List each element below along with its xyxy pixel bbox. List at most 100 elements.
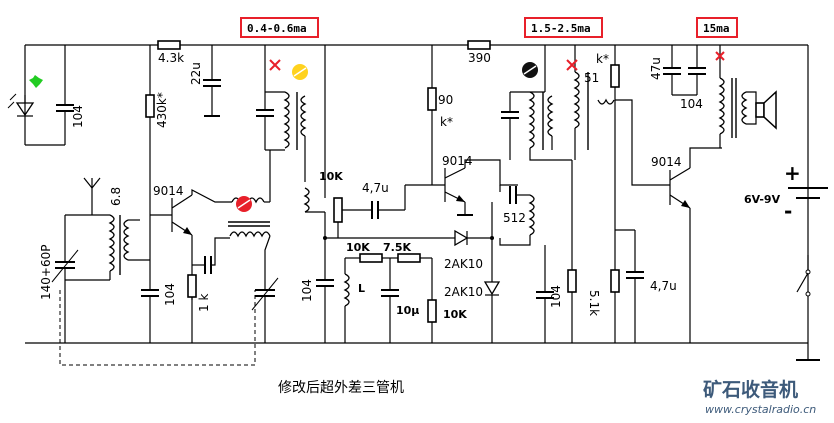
label-c47u: 47u bbox=[649, 57, 663, 80]
schematic-caption: 修改后超外差三管机 bbox=[278, 380, 404, 396]
r-5k1-body bbox=[567, 269, 577, 293]
out-xfmr-primary bbox=[718, 77, 725, 135]
cut-mark-1-icon bbox=[269, 59, 281, 71]
q1-collector-wire bbox=[191, 189, 232, 203]
d1-symbol bbox=[454, 229, 469, 247]
label-c10u: 10μ bbox=[396, 304, 419, 317]
current-box-1 bbox=[240, 17, 319, 38]
label-c104-q1: 104 bbox=[163, 283, 177, 306]
if3-primary-coil bbox=[573, 71, 580, 129]
label-c512: 512 bbox=[503, 211, 526, 225]
if1-primary-coil bbox=[283, 91, 290, 149]
yellow-marker-slash bbox=[293, 67, 307, 77]
q1-collector bbox=[171, 194, 193, 209]
label-r-430k: 430k* bbox=[155, 92, 169, 128]
antenna-arm-left bbox=[83, 177, 93, 189]
gang-coupling-dashed-line bbox=[59, 290, 256, 366]
feedback-to-osc-wire bbox=[211, 237, 230, 266]
label-c104-q2: 104 bbox=[549, 285, 563, 308]
switch-contact bbox=[805, 291, 811, 297]
coil-l bbox=[343, 273, 350, 307]
antenna-secondary-coil bbox=[123, 219, 130, 261]
label-d2: 2AK10 bbox=[444, 285, 483, 299]
speaker-body bbox=[755, 102, 765, 118]
led-light-arrow-2 bbox=[7, 101, 15, 109]
cut-mark-3-icon bbox=[715, 51, 725, 61]
r-4k3-body bbox=[157, 40, 181, 50]
label-r-1k: 1 k bbox=[197, 294, 211, 312]
r-q3-bias-body bbox=[610, 64, 620, 88]
label-q3: 9014 bbox=[651, 155, 682, 169]
osc-vc-arrow bbox=[251, 277, 279, 311]
volume-pot-body bbox=[333, 197, 343, 223]
if1-secondary-coil bbox=[300, 95, 307, 137]
cut-mark-2-icon bbox=[566, 59, 578, 71]
label-r-7k5: 7.5K bbox=[383, 241, 411, 254]
current-label-mixer: 0.4-0.6ma bbox=[247, 22, 307, 35]
speaker-lead-top bbox=[746, 91, 757, 105]
q2-collector-wire bbox=[464, 159, 518, 186]
watermark-brand: 矿石收音机 bbox=[703, 378, 798, 401]
q2-collector bbox=[444, 167, 466, 179]
osc-coil-secondary bbox=[229, 231, 271, 238]
r-90k-body bbox=[427, 87, 437, 111]
label-r-51k: 51 bbox=[584, 71, 599, 85]
current-box-2 bbox=[524, 17, 603, 38]
q2-emitter-arrow bbox=[456, 195, 465, 202]
label-battery-minus: - bbox=[784, 199, 792, 223]
label-r-90k: 90 bbox=[438, 93, 453, 107]
label-antenna-coil: 6.8 bbox=[109, 187, 123, 206]
antenna-primary-coil bbox=[108, 214, 115, 272]
label-r-390: 390 bbox=[468, 51, 491, 65]
current-box-3 bbox=[696, 17, 738, 38]
watermark-url: www.crystalradio.cn bbox=[705, 403, 816, 416]
black-marker-slash bbox=[523, 65, 537, 75]
r-430k-body bbox=[145, 94, 155, 118]
r-10k-b-body bbox=[427, 299, 437, 323]
osc-coil-to-vc-wire bbox=[264, 235, 271, 290]
r-10k-a-body bbox=[359, 253, 383, 263]
supply-label-bg bbox=[741, 190, 791, 206]
label-q1: 9014 bbox=[153, 184, 184, 198]
r-7k5-body bbox=[397, 253, 421, 263]
label-c4u7-b: 4,7u bbox=[650, 279, 677, 293]
if2-primary-coil bbox=[528, 91, 535, 149]
label-c22u: 22u bbox=[189, 62, 203, 85]
d2-symbol bbox=[483, 281, 501, 296]
r-390-body bbox=[467, 40, 491, 50]
red-marker-slash bbox=[237, 199, 251, 209]
speaker-lead-bottom bbox=[746, 115, 757, 125]
label-r-51k-star: k* bbox=[596, 52, 609, 66]
r-1k-body bbox=[187, 274, 197, 298]
label-r-5k1: 5.1k bbox=[587, 290, 601, 316]
out-xfmr-secondary bbox=[741, 91, 748, 125]
node-diodes bbox=[490, 236, 494, 240]
green-marker-dot bbox=[29, 75, 43, 88]
if2-bottom-wire bbox=[529, 148, 572, 161]
if2-secondary-coil bbox=[547, 95, 554, 137]
label-r-4k3: 4.3k bbox=[158, 51, 184, 65]
det-if-coil bbox=[528, 194, 535, 236]
label-c4u7-a: 4,7u bbox=[362, 181, 389, 195]
label-q2: 9014 bbox=[442, 154, 473, 168]
if3-secondary-coil bbox=[597, 98, 615, 105]
label-volume-pot: 10K bbox=[319, 170, 343, 183]
tuning-cap-variable-arrow bbox=[51, 249, 79, 283]
label-d1: 2AK10 bbox=[444, 257, 483, 271]
r-q3-lower-body bbox=[610, 269, 620, 293]
label-r-90k-star: k* bbox=[440, 115, 453, 129]
speaker-cone-icon bbox=[763, 90, 777, 130]
q1-emitter-arrow bbox=[183, 227, 192, 235]
label-c104-det: 104 bbox=[300, 279, 314, 302]
det-if-coil-bottom bbox=[499, 235, 531, 246]
q3-emitter-arrow bbox=[681, 200, 690, 208]
current-label-if: 1.5-2.5ma bbox=[531, 22, 591, 35]
label-coil-l: L bbox=[358, 282, 365, 295]
label-battery-plus: + bbox=[784, 161, 801, 185]
det-coupling-coil bbox=[303, 187, 310, 213]
label-r-10k-a: 10K bbox=[346, 241, 370, 254]
label-c104-led: 104 bbox=[71, 105, 85, 128]
antenna-arm-right bbox=[91, 177, 101, 189]
switch-blade[interactable] bbox=[796, 272, 809, 293]
